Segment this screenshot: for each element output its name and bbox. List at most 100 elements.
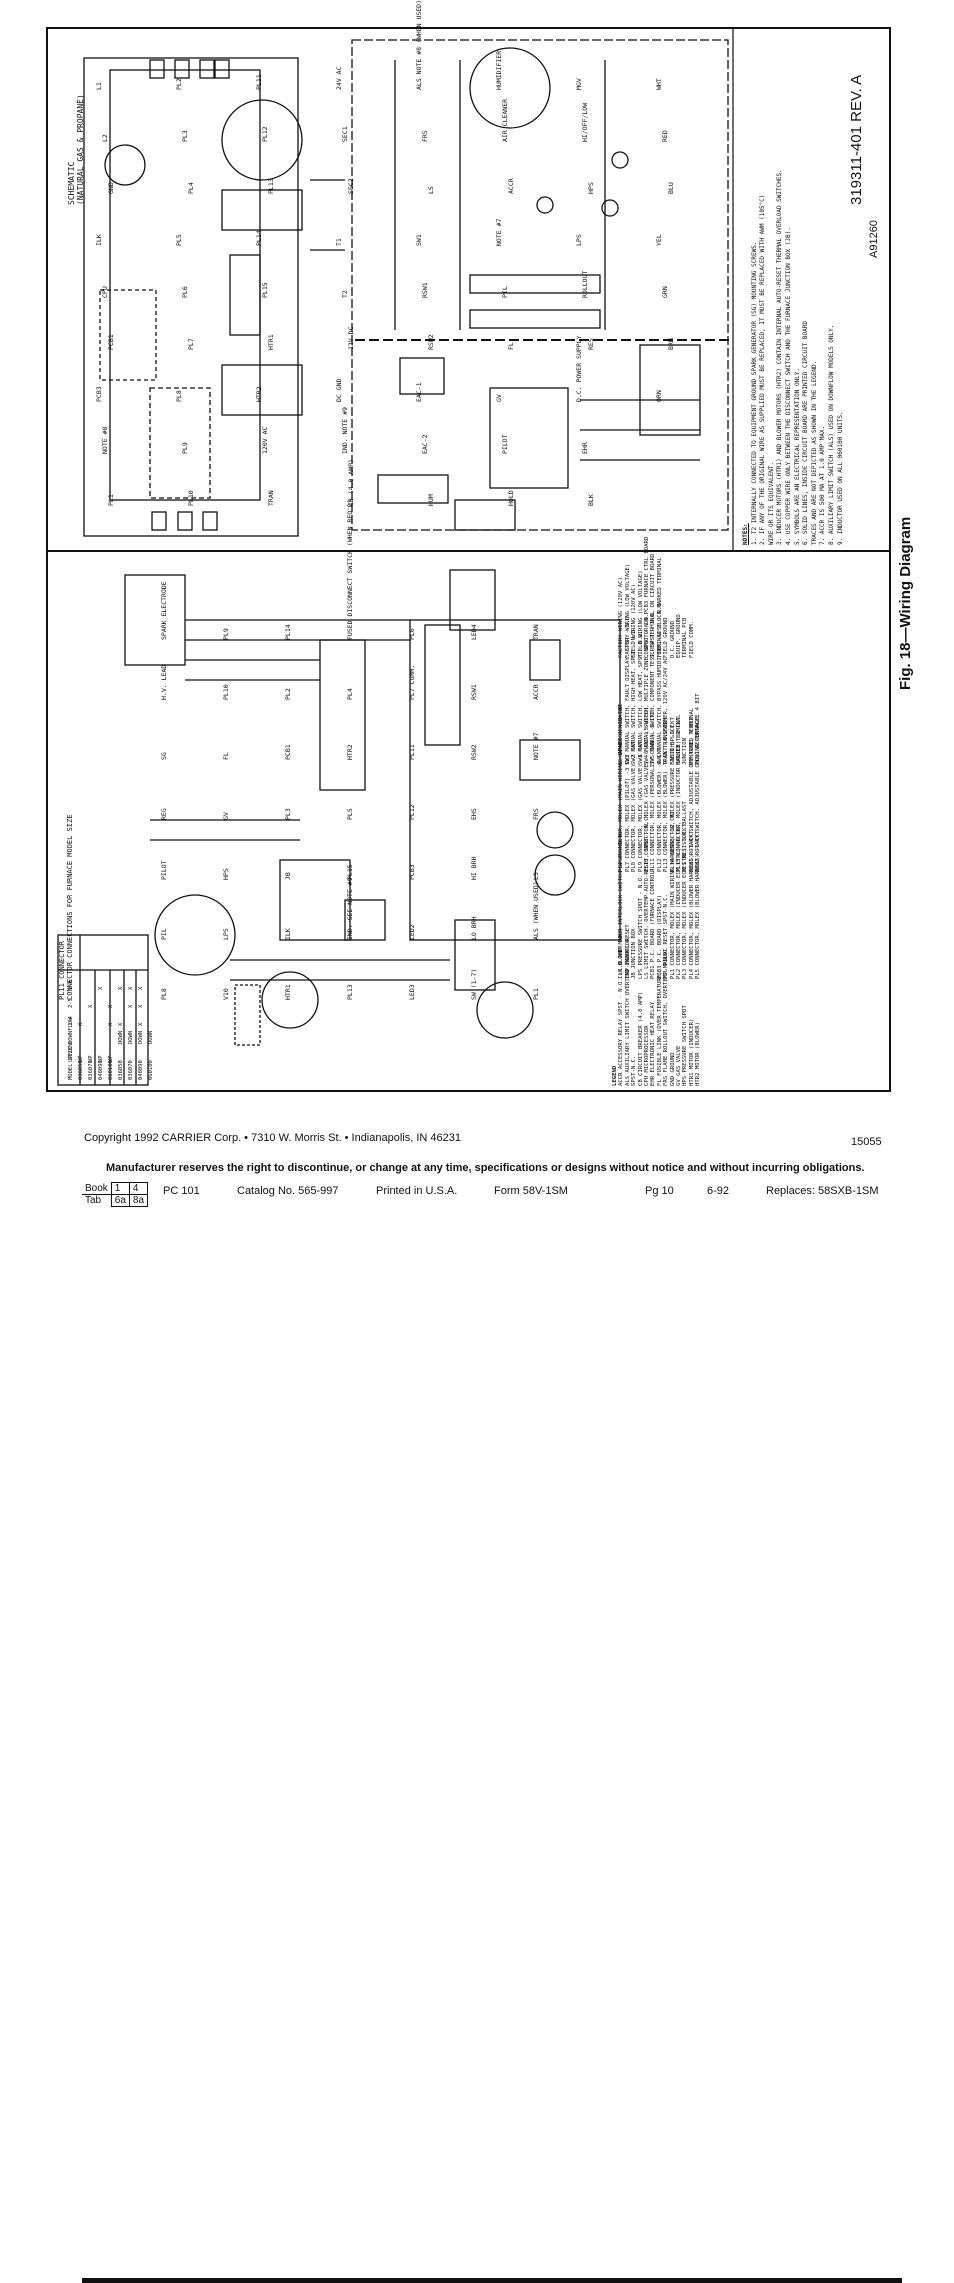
legend-item: PL3 CONNECTOR, MOLEX (INDUCER ECM CTRL) … [682,824,689,979]
schematic-label: L2 [101,134,109,142]
schematic-label: 120V AC [261,426,269,454]
connection-label: PL10 [222,684,230,700]
schematic-label: 24V AC [335,66,343,90]
ind-note-9 [229,254,261,336]
connection-label: PL11 [408,744,416,760]
cpu-block [149,387,211,499]
pl13-connector [221,364,303,416]
schematic-label: PL10 [187,490,195,506]
schematic-label: FL [507,342,515,350]
connection-label: PL8 [160,988,168,1000]
connector-table-header: UPFLOW [68,1042,74,1062]
connection-label: PCB3 [408,864,416,880]
connector-table-cell: DOWN [128,1030,134,1044]
pl11-connector-box [424,624,461,746]
schematic-label: AIR CLEANER [501,98,509,142]
connector-table-cell: X [138,1022,144,1026]
schematic-label: WHT [655,78,663,90]
legend-item: TRAN TRANSFORMER, 120V AC/24V AC [663,657,670,765]
schematic-label: PL9 [181,442,189,454]
connector-table-cell: X [88,1004,94,1008]
lps-symbol [601,199,619,217]
connection-label: PL5 [346,808,354,820]
schematic-label: D.C. POWER SUPPLY [575,335,583,402]
fused-disconnect [234,984,261,1046]
connector-table-cell: UP [108,1055,114,1062]
footer-page: Pg 10 [645,1185,674,1197]
connection-label: SG [160,752,168,760]
note-item: 8. AUXILIARY LIMIT SWITCH (ALS) USED ON … [827,324,835,545]
schematic-label: LS [427,186,435,194]
schematic-label: RED [661,130,669,142]
schematic-label: ACCR [507,178,515,194]
connection-label: FRS [532,808,540,820]
spark-generator-box [124,574,186,666]
schematic-label: SEC1 [341,126,349,142]
notes-title: NOTES: [742,523,749,545]
schematic-label: PCB1 [107,334,115,350]
note-item: 1. T2 INTERNALLY CONNECTED TO EQUIPMENT … [750,241,758,545]
top-plug-3 [199,59,215,79]
bottom-plug-1 [151,511,167,531]
connection-label: HPS [222,868,230,880]
schematic-label: HTR1 [267,334,275,350]
legend-item: PL11 CONNECTOR, MOLEX (PERSONALITY CONN.… [650,710,657,872]
schematic-label: BRN [667,338,675,350]
wiring-diagram-svg [46,27,891,1092]
connector-table-header: 3-6 [68,980,74,990]
schematic-label: L1 [95,82,103,90]
dc-power-supply [399,357,445,395]
connector-table-cell: X [108,1022,114,1026]
connector-table-cell: 048090 [138,1060,144,1080]
connection-label: H.V. LEAD [160,664,168,700]
pl11-table-frame [57,934,149,1086]
note-item: TRACES AND ARE NOT DEPICTED AS SHOWN IN … [810,360,818,545]
schematic-label: HOLD [507,490,515,506]
schematic-label: PL8 [175,390,183,402]
note-item: 2. IF ANY OF THE ORIGINAL WIRE AS SUPPLI… [759,194,767,545]
connector-table-cell: 060100 [148,1060,154,1080]
rollout-symbol [611,151,629,169]
connection-label: GV [222,812,230,820]
schematic-label: PL2 [175,78,183,90]
connector-table-cell: X [128,1004,134,1008]
connector-table-cell: X [118,986,124,990]
footer-replaces: Replaces: 58SXB-1SM [766,1185,879,1197]
connection-label: ACCR [532,684,540,700]
schematic-label: LPS [575,234,583,246]
wiring-diagram-sheet: Fig. 18—Wiring Diagram 319311-401 REV. A… [46,0,914,1092]
connection-label: PIL [160,928,168,940]
low-voltage-frame [351,39,729,531]
schematic-label: RSW2 [427,334,435,350]
htr2-motor-symbol [221,99,303,181]
schematic-label: MGV [575,78,583,90]
legend-item: PLUG RECEPTACLE [695,714,702,765]
schematic-label: ILK [95,234,103,246]
schematic-label: TRAN [267,490,275,506]
connection-label: LPS [222,928,230,940]
connector-table-cell: X [78,1022,84,1026]
connection-label: HTR1 [284,984,292,1000]
pl1-harness [319,639,366,791]
legend-item: SW5 MANUAL SWITCH, COMPONENT TEST, SPST … [650,610,657,765]
schematic-label: HPS [587,182,595,194]
schematic-label: PL4 [187,182,195,194]
schematic-label: EAC-2 [421,434,429,454]
connector-table-cell: 036050 [78,1060,84,1080]
connection-label: JB [284,872,292,880]
schematic-label: PL3 [181,130,189,142]
connector-table-cell: UP [88,1055,94,1062]
schematic-title-line-1: SCHEMATIC [67,161,76,205]
connector-table-title: PL11 CONNECTOR CONNECTOR CONNECTIONS FOR… [58,815,74,1000]
schematic-label: PL1 [107,494,115,506]
connector-table-header: 1-4 [68,1016,74,1026]
connector-table-cell: DOWN [138,1030,144,1044]
legend-item: EHR ELECTRONIC HEAT RELAY [650,1001,657,1086]
legend-item: PL13 CONNECTOR, MOLEX (BLOWER) -9 CKT (8… [663,717,670,872]
schematic-label: ALS NOTE #8 (WHEN USED) [415,0,423,90]
connection-label: RSW2 [470,744,478,760]
connection-label: HI BRH [470,856,478,880]
schematic-label: PIL [501,286,509,298]
power-loop [83,57,299,537]
connector-table-cell: X [108,1004,114,1008]
